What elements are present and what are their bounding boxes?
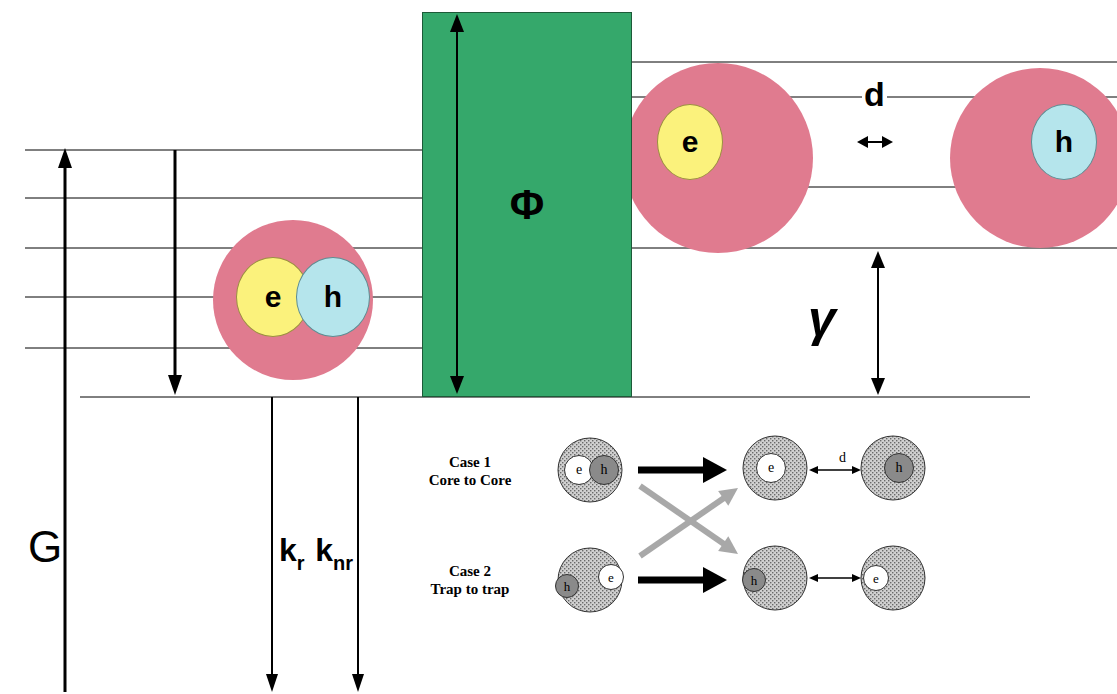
arrow-head (703, 457, 727, 483)
node-text: e (682, 127, 699, 157)
arrow-head (871, 378, 885, 395)
generation-arrow (64, 165, 67, 692)
arrow-head (352, 674, 364, 692)
energy-level (25, 248, 422, 249)
cross-arrow (640, 498, 724, 556)
inset-particle (558, 548, 622, 612)
inset-particle (743, 436, 807, 500)
arrow-head (450, 14, 464, 32)
electron-trap: e (598, 564, 624, 590)
generation-label: G (28, 522, 62, 572)
transfer-arrow (638, 577, 706, 584)
arrow-head (58, 148, 72, 168)
arrow-head (168, 375, 182, 395)
cross-arrow (640, 486, 724, 544)
node-text: h (601, 463, 608, 477)
node-text: h (564, 580, 571, 593)
node-text: e (576, 463, 582, 477)
nonradiative-arrow (357, 397, 359, 676)
barrier-arrow-line (456, 30, 458, 378)
arrow-head (266, 674, 278, 692)
gamma-arrow (877, 266, 879, 380)
hole-core: h (296, 257, 370, 337)
energy-level (25, 348, 422, 349)
node-text: h (896, 461, 903, 475)
transfer-arrow (638, 467, 706, 474)
hole-trap: h (742, 568, 766, 592)
case-subtitle: Core to Core (429, 472, 512, 489)
arrow-head (809, 466, 818, 474)
node-text: e (608, 571, 614, 584)
energy-level (25, 198, 422, 199)
rate-symbol: k (279, 532, 297, 569)
node-text: e (265, 282, 282, 312)
inset-particle (743, 546, 807, 610)
gamma-label: γ (808, 290, 836, 348)
rate-symbol: k (315, 532, 333, 569)
arrow-head (852, 466, 861, 474)
arrow-head (809, 574, 818, 582)
electron-trap: e (863, 565, 889, 591)
distance-arrow (816, 469, 854, 471)
arrow-head (450, 376, 464, 394)
nanoparticle (623, 63, 813, 253)
arrow-head (718, 536, 738, 554)
node-text: h (324, 282, 342, 312)
relaxation-arrow (174, 150, 177, 378)
barrier-box: Φ (422, 12, 632, 397)
case-title: Case 2 (449, 563, 491, 580)
hole-core: h (1031, 104, 1097, 180)
nanoparticle (213, 220, 373, 380)
node-text: e (768, 461, 774, 475)
distance-label: d (839, 450, 846, 466)
arrow-head (703, 567, 727, 593)
hole-dot: h (589, 455, 619, 485)
hole-dot: h (884, 453, 914, 483)
distance-arrow (866, 141, 884, 143)
nanoparticle (950, 68, 1117, 248)
inset-particle (861, 546, 925, 610)
arrow-head (857, 136, 868, 148)
energy-level (632, 62, 1117, 63)
arrow-head (852, 574, 861, 582)
distance-arrow (816, 577, 854, 579)
node-text: h (1055, 127, 1073, 157)
arrow-head (871, 251, 885, 268)
node-text: Φ (510, 184, 544, 226)
arrow-head (882, 136, 893, 148)
electron-dot: e (756, 453, 786, 483)
arrow-head (718, 488, 738, 506)
case-title: Case 1 (449, 454, 491, 471)
electron-core: e (657, 104, 723, 180)
energy-level (25, 150, 422, 151)
hole-trap: h (555, 574, 579, 598)
radiative-arrow (271, 397, 273, 676)
rate-subscript: nr (333, 552, 353, 575)
node-text: h (751, 574, 758, 587)
rate-subscript: r (297, 552, 305, 575)
node-text: e (873, 572, 879, 585)
case-subtitle: Trap to trap (431, 581, 510, 598)
inset-particle (558, 438, 622, 502)
inset-particle (861, 436, 925, 500)
distance-label: d (862, 74, 887, 115)
